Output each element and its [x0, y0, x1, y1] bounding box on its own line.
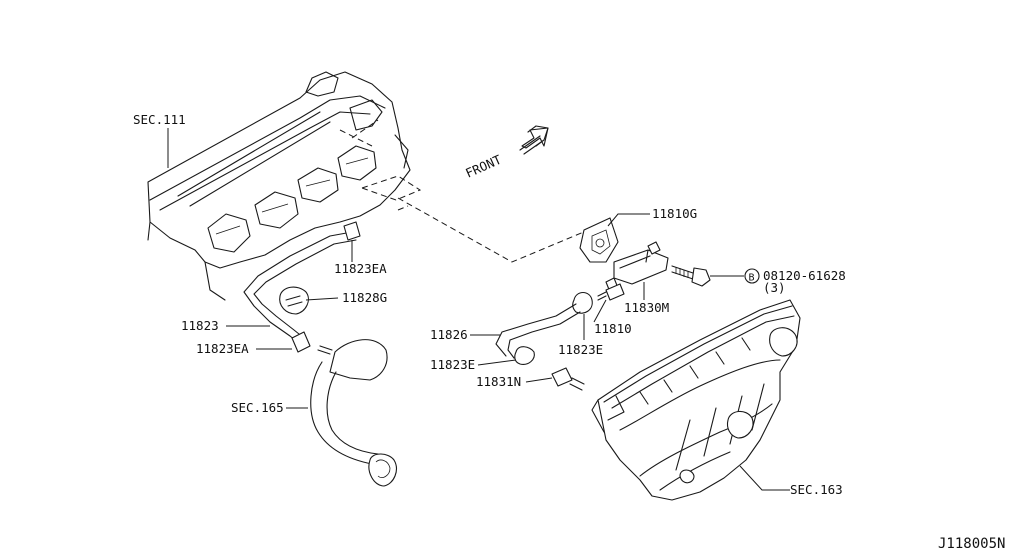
hose-11826	[495, 291, 593, 365]
bracket-11830M	[605, 241, 669, 293]
label-front: FRONT	[463, 152, 504, 181]
clamp-11828G	[279, 286, 309, 315]
label-sec165[interactable]: SEC.165	[231, 400, 284, 415]
intake-manifold	[591, 299, 801, 501]
clamp-11823E-right	[572, 291, 593, 314]
hose-11823	[243, 221, 361, 353]
leader-lines	[167, 128, 790, 491]
clamp-11823EA-bottom	[291, 331, 311, 353]
cylinder-head	[147, 71, 422, 301]
label-sec111[interactable]: SEC.111	[133, 112, 186, 127]
diagram-id: J118005N	[938, 536, 1005, 552]
bolt-08120-61628	[671, 265, 711, 287]
label-11823EA-top[interactable]: 11823EA	[334, 261, 387, 276]
label-11823E-right[interactable]: 11823E	[558, 342, 603, 357]
water-pipe	[310, 339, 397, 487]
gasket-11810G	[579, 217, 619, 263]
front-arrow-icon	[519, 125, 549, 155]
label-11810[interactable]: 11810	[594, 321, 632, 336]
label-11823EA-bottom[interactable]: 11823EA	[196, 341, 249, 356]
bolt-marker-circle	[744, 268, 760, 284]
label-11823E-left[interactable]: 11823E	[430, 357, 475, 372]
label-11828G[interactable]: 11828G	[342, 290, 387, 305]
label-bolt-qty: (3)	[763, 280, 786, 295]
label-11810G[interactable]: 11810G	[652, 206, 697, 221]
label-sec163[interactable]: SEC.163	[790, 482, 843, 497]
clamp-11823EA-top	[343, 221, 361, 241]
label-11830M[interactable]: 11830M	[624, 300, 669, 315]
label-bolt-marker: B	[749, 273, 755, 284]
clamp-11823E-left	[514, 346, 535, 365]
label-11826[interactable]: 11826	[430, 327, 468, 342]
label-bolt[interactable]: 08120-61628	[763, 268, 846, 283]
pcv-valve-11810	[597, 283, 625, 301]
label-11823[interactable]: 11823	[181, 318, 219, 333]
connector-11831N	[551, 367, 585, 391]
label-11831N[interactable]: 11831N	[476, 374, 521, 389]
